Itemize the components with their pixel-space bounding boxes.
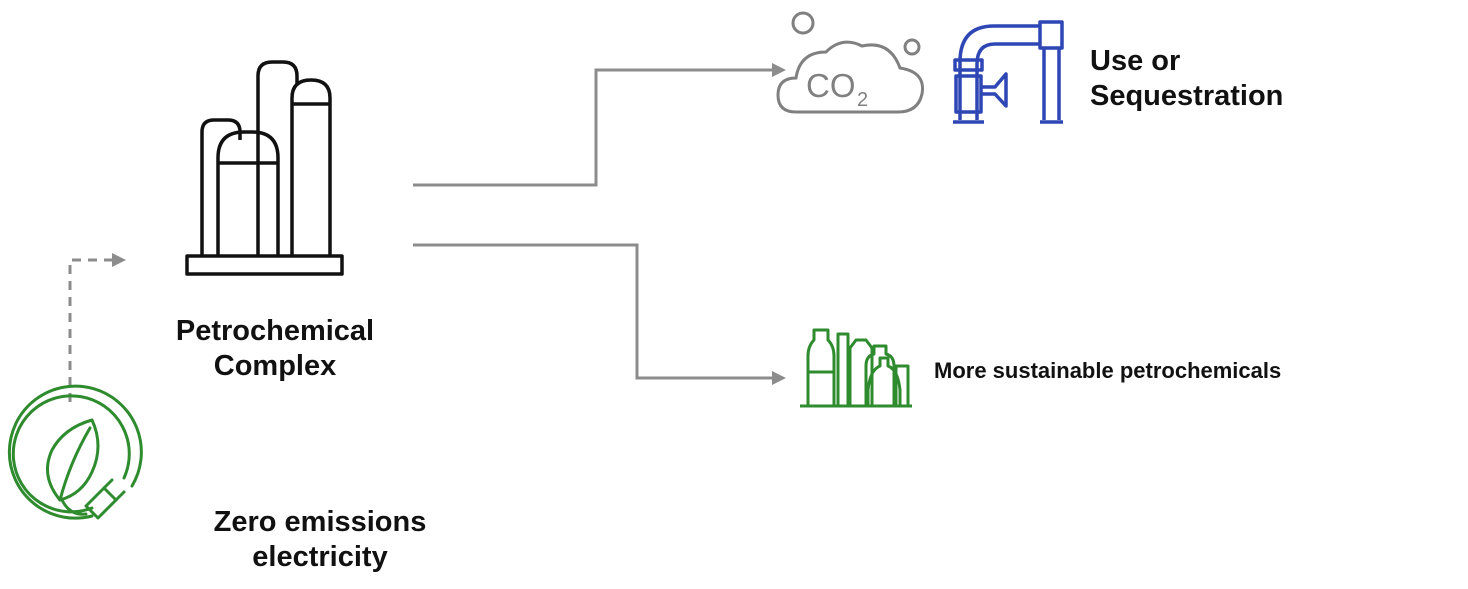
connector-from-electricity bbox=[68, 253, 126, 402]
svg-text:CO: CO bbox=[806, 67, 856, 104]
sustainable-petrochemicals-label: More sustainable petrochemicals bbox=[934, 358, 1282, 383]
sequestration-label-line-1: Use or bbox=[1090, 45, 1181, 77]
arrowhead-icon bbox=[772, 63, 786, 77]
refinery-icon bbox=[185, 60, 344, 276]
petrochemical-label-line-1: Petrochemical bbox=[175, 315, 375, 347]
zero-emissions-label: Zero emissions electricity bbox=[150, 505, 490, 576]
use-or-sequestration-label: Use or Sequestration bbox=[1090, 44, 1283, 115]
leaf-plug-icon bbox=[7, 384, 143, 520]
co2-cloud-icon: CO 2 bbox=[776, 11, 925, 114]
zero-emissions-label-line-2: electricity bbox=[252, 541, 388, 574]
arrowhead-icon bbox=[112, 253, 126, 267]
petrochemical-label-line-2: Complex bbox=[213, 350, 337, 383]
sequestration-label-line-2: Sequestration bbox=[1090, 80, 1284, 113]
zero-emissions-label-line-1: Zero emissions bbox=[213, 506, 427, 538]
connector-to-petrochemicals bbox=[413, 243, 786, 385]
svg-text:2: 2 bbox=[857, 89, 868, 111]
bottles-icon bbox=[800, 328, 912, 408]
connector-to-sequestration bbox=[413, 63, 786, 187]
pipeline-icon bbox=[953, 20, 1064, 124]
arrowhead-icon bbox=[772, 371, 786, 385]
petrochemical-complex-label: Petrochemical Complex bbox=[130, 314, 420, 385]
